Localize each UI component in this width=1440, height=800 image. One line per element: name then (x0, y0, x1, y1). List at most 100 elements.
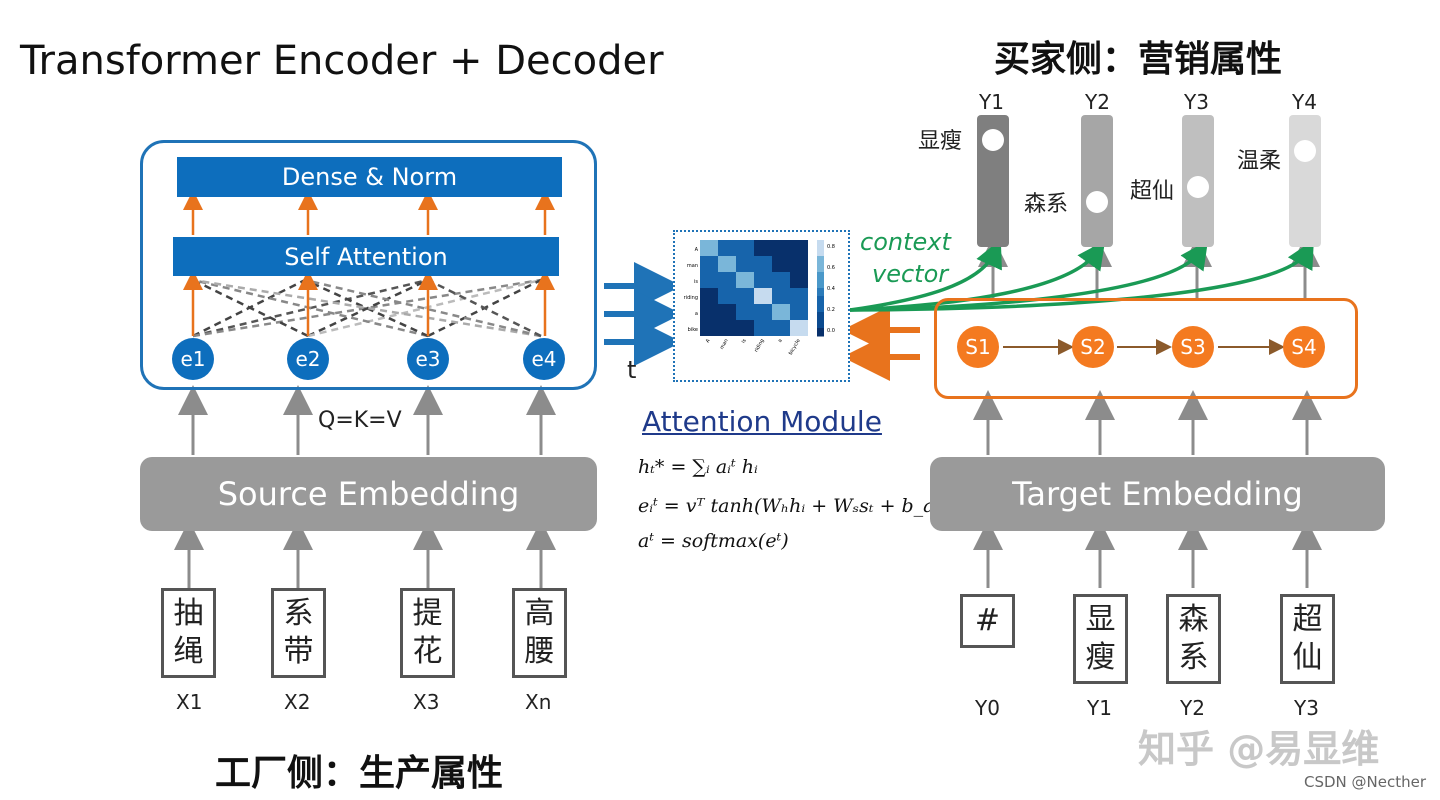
token-char: 带 (283, 634, 314, 669)
heatmap-col-label: A (705, 337, 712, 343)
token-char: 森 (1178, 602, 1209, 637)
token-char: 花 (412, 634, 443, 669)
target-token: # (960, 594, 1015, 648)
heatmap-cell (700, 320, 718, 336)
heatmap-row-label: A (695, 247, 699, 253)
t-label: t (627, 356, 637, 384)
heatmap-col-label: riding (753, 338, 765, 353)
token-char: 提 (412, 596, 443, 631)
encoder-node: e3 (407, 338, 449, 380)
token-char: 瘦 (1085, 640, 1116, 675)
token-char: 腰 (524, 634, 555, 669)
decoder-block (934, 298, 1358, 399)
state-output-arrows (978, 237, 1320, 300)
decoder-to-attention-arrows (842, 306, 920, 381)
heatmap-cell (754, 240, 772, 256)
colorbar-segment (817, 312, 824, 321)
heatmap-cell (700, 240, 718, 256)
token-char: 绳 (173, 634, 204, 669)
source-token: 抽 绳 (161, 588, 216, 678)
encoder-node: e1 (172, 338, 214, 380)
csdn-credit: CSDN @Necther (1303, 773, 1426, 791)
colorbar-segment (817, 304, 824, 313)
heatmap-cell (700, 304, 718, 320)
output-bar (977, 115, 1009, 247)
source-token: 系 带 (271, 588, 326, 678)
heatmap-cell (790, 240, 808, 256)
source-token: 提 花 (400, 588, 455, 678)
output-label: Y1 (979, 90, 1004, 114)
context-label: context (860, 228, 951, 256)
colorbar-segment (817, 288, 824, 297)
colorbar-segment (817, 264, 824, 273)
encoder-block (140, 140, 597, 390)
heatmap-cell (718, 272, 736, 288)
token-char: # (974, 603, 1001, 638)
source-embedding-arrows (178, 385, 556, 455)
colorbar-segment (817, 328, 824, 337)
heatmap-cell (754, 288, 772, 304)
output-dot (1294, 140, 1316, 162)
heatmap-cell (772, 272, 790, 288)
heatmap-cell (754, 320, 772, 336)
heatmap-cell (700, 288, 718, 304)
heatmap-cell (754, 256, 772, 272)
heatmap-cell (718, 304, 736, 320)
heatmap-cell (790, 288, 808, 304)
source-embedding: Source Embedding (140, 457, 597, 531)
colorbar-segment (817, 248, 824, 257)
output-dot (982, 129, 1004, 151)
colorbar-segment (817, 272, 824, 281)
token-char: 超 (1292, 602, 1323, 637)
colorbar-tick: 0.4 (827, 286, 835, 292)
output-bar (1289, 115, 1321, 247)
heatmap-row-label: riding (684, 295, 698, 301)
heatmap-row-label: a (695, 311, 698, 317)
source-token-label: Xn (525, 690, 552, 714)
formula-context: hₜ* = ∑ᵢ aᵢᵗ hᵢ (638, 456, 758, 478)
token-char: 显 (1085, 602, 1116, 637)
heatmap-cell (772, 240, 790, 256)
decoder-state: S4 (1283, 326, 1325, 368)
target-token-label: Y3 (1294, 696, 1319, 720)
token-char: 系 (1178, 640, 1209, 675)
output-label: Y4 (1292, 90, 1317, 114)
dense-norm-layer: Dense & Norm (177, 157, 562, 197)
heatmap-cell (772, 288, 790, 304)
encoder-orange-arrows (183, 190, 555, 336)
heatmap-cell (736, 272, 754, 288)
heatmap-cell (736, 240, 754, 256)
heatmap-cell (718, 240, 736, 256)
token-char: 仙 (1292, 640, 1323, 675)
heatmap-row-label: is (694, 279, 698, 285)
colorbar-tick: 0.6 (827, 265, 835, 271)
output-bar (1081, 115, 1113, 247)
colorbar-segment (817, 256, 824, 265)
heatmap-cell (790, 304, 808, 320)
decoder-state: S1 (957, 326, 999, 368)
target-embedding-arrows (973, 390, 1322, 455)
source-token: 高 腰 (512, 588, 567, 678)
target-token: 显 瘦 (1073, 594, 1128, 684)
formula-softmax: aᵗ = softmax(eᵗ) (638, 530, 789, 552)
attention-cross-lines (192, 278, 542, 338)
heatmap-col-label: is (741, 338, 748, 345)
source-token-label: X1 (176, 690, 203, 714)
formula-energy: eᵢᵗ = vᵀ tanh(Wₕhᵢ + Wₛsₜ + b_attn) (638, 495, 970, 517)
source-input-arrows (174, 520, 556, 590)
colorbar-tick: 0.0 (827, 328, 835, 334)
decoder-state: S3 (1172, 326, 1214, 368)
heatmap-cell (718, 256, 736, 272)
output-bar (1182, 115, 1214, 247)
heatmap-cell (736, 256, 754, 272)
output-dot (1086, 191, 1108, 213)
diagram-title: Transformer Encoder + Decoder (20, 38, 664, 84)
target-token-label: Y2 (1180, 696, 1205, 720)
heatmap-col-label: a (777, 338, 784, 344)
output-attr: 森系 (1024, 192, 1069, 217)
heatmap-row-label: bike (688, 327, 698, 333)
heatmap-cell (718, 320, 736, 336)
